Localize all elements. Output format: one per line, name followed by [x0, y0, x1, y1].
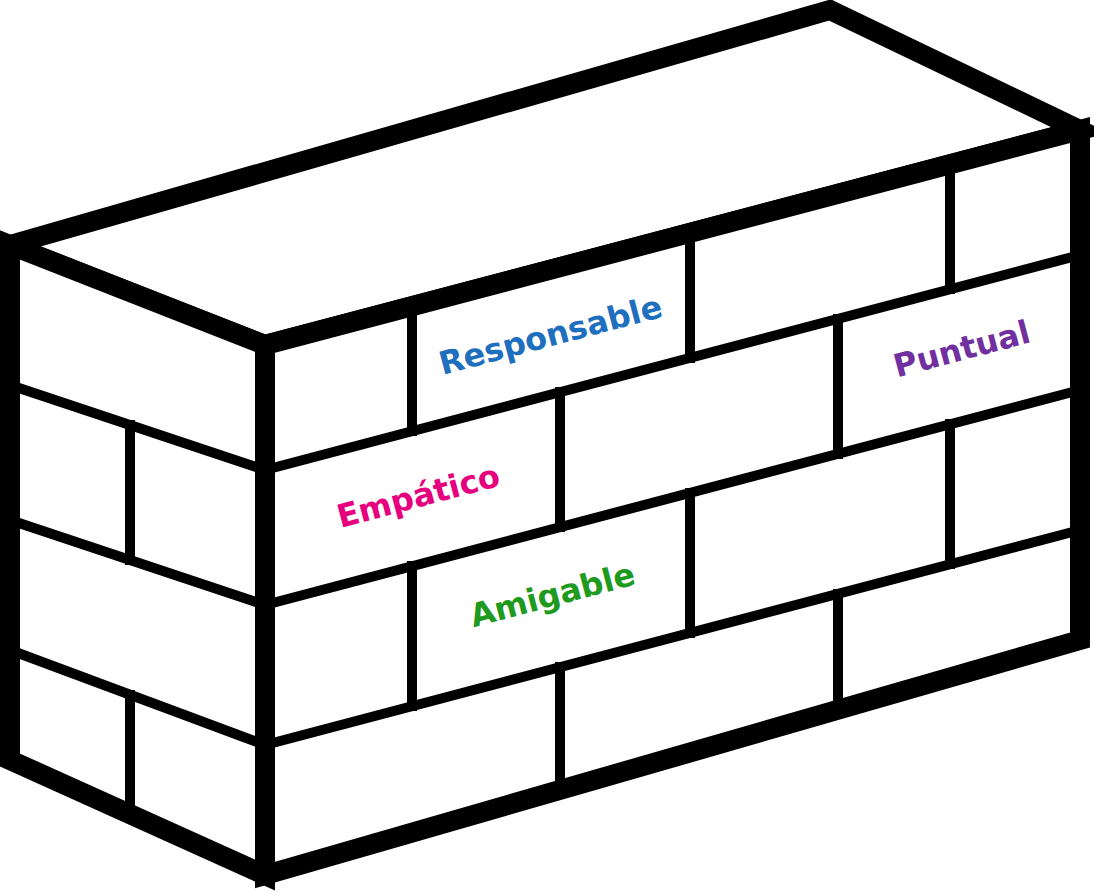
- mortar-lines: [10, 164, 1080, 814]
- side-face: [10, 245, 265, 875]
- front-face: [265, 130, 1080, 875]
